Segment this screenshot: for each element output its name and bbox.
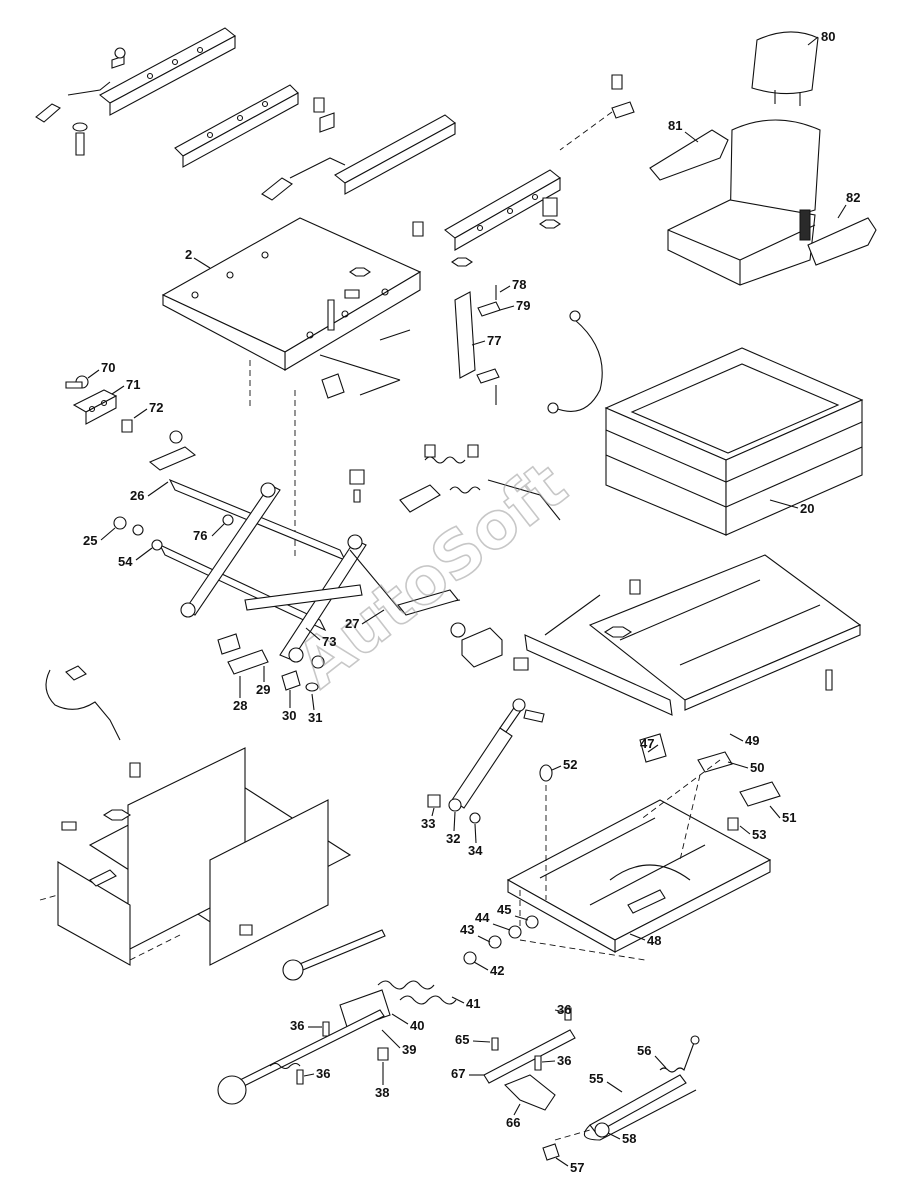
callout-29: 29 [256,682,270,697]
callout-65: 65 [455,1032,469,1047]
seat-cushion [604,347,864,536]
callout-53: 53 [752,827,766,842]
scissor-frame [113,430,367,669]
callout-33: 33 [421,816,435,831]
lower-frame-48 [506,733,781,961]
lever-assembly [483,1007,576,1111]
adjustment-knob [217,1009,385,1105]
callout-57: 57 [570,1160,584,1175]
callout-36-a: 36 [290,1018,304,1033]
callout-79: 79 [516,298,530,313]
callout-30: 30 [282,708,296,723]
callout-labels: 80 81 82 2 78 79 77 70 71 72 20 26 76 25… [83,29,860,1175]
seat-pan-plate [161,217,422,399]
switch-parts-28-31 [217,633,319,692]
callout-41: 41 [466,996,480,1011]
callout-36-d: 36 [557,1053,571,1068]
base-mounting-plate [349,549,862,716]
fastener-set-70-72 [65,375,133,433]
callout-39: 39 [402,1042,416,1057]
callout-28: 28 [233,698,247,713]
upper-left-slide-rail [35,27,299,168]
callout-67: 67 [451,1066,465,1081]
callout-76: 76 [193,528,207,543]
callout-52: 52 [563,757,577,772]
callout-48: 48 [647,933,661,948]
watermark: AutoSoft [284,448,580,702]
callout-44: 44 [475,910,490,925]
callout-72: 72 [149,400,163,415]
callout-78: 78 [512,277,526,292]
callout-34: 34 [468,843,483,858]
callout-43: 43 [460,922,474,937]
callout-36-b: 36 [316,1066,330,1081]
callout-32: 32 [446,831,460,846]
callout-31: 31 [308,710,322,725]
center-slider-block [397,589,529,671]
callout-47: 47 [640,736,654,751]
callout-51: 51 [782,810,796,825]
gas-spring [427,698,545,824]
callout-77: 77 [487,333,501,348]
callout-56: 56 [637,1043,651,1058]
callout-71: 71 [126,377,140,392]
complete-seat-assembly [649,31,877,286]
callout-38: 38 [375,1085,389,1100]
callout-80: 80 [821,29,835,44]
callout-82: 82 [846,190,860,205]
callout-36-c: 36 [557,1002,571,1017]
callout-26: 26 [130,488,144,503]
callout-42: 42 [490,963,504,978]
callout-50: 50 [750,760,764,775]
callout-49: 49 [745,733,759,748]
upper-right-slide-rail [261,74,635,267]
strap-assembly [542,1035,700,1161]
base-box [39,747,352,966]
callout-54: 54 [118,554,133,569]
callout-66: 66 [506,1115,520,1130]
adjustment-springs [282,915,539,1085]
callout-2: 2 [185,247,192,262]
callout-25: 25 [83,533,97,548]
cable-loop [547,310,603,414]
callout-40: 40 [410,1018,424,1033]
callout-27: 27 [345,616,359,631]
callout-20: 20 [800,501,814,516]
callout-81: 81 [668,118,682,133]
wiring-harness [45,665,121,741]
scissor-link-77 [454,285,501,405]
callout-58: 58 [622,1131,636,1146]
callout-45: 45 [497,902,511,917]
callout-70: 70 [101,360,115,375]
callout-73: 73 [322,634,336,649]
callout-55: 55 [589,1071,603,1086]
